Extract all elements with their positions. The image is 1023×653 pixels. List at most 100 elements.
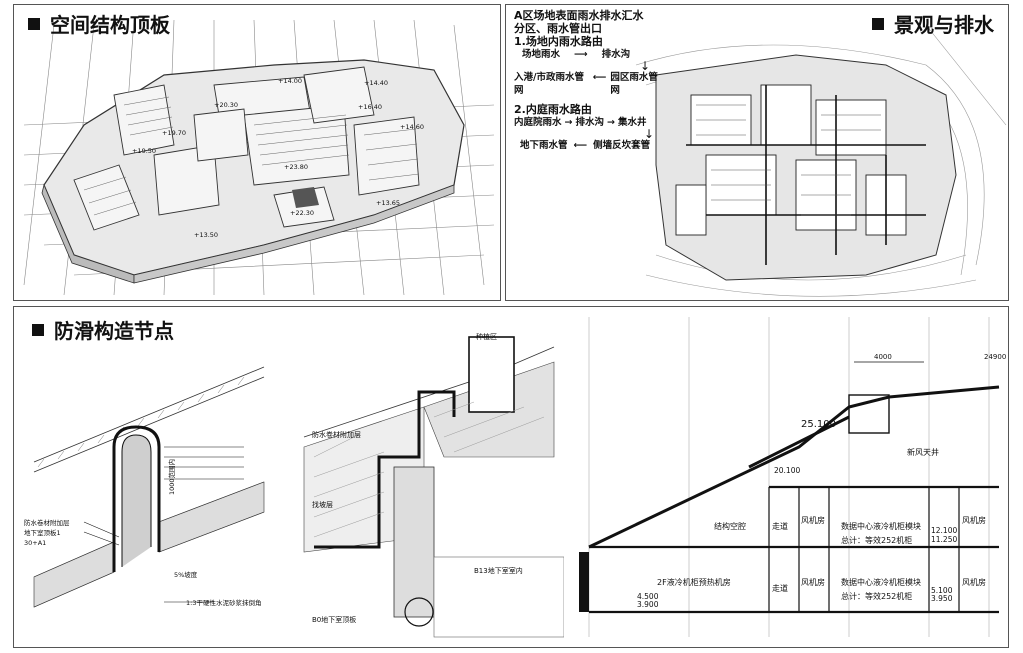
bullet-square-icon [872, 17, 884, 30]
bullet-square-icon [28, 17, 40, 30]
detail-left-core [121, 434, 152, 567]
arrow-right-icon: → [607, 117, 615, 128]
roof-title-text: 空间结构顶板 [50, 13, 170, 37]
landscape-detail-lines [696, 104, 881, 216]
elev-label: +14.60 [400, 123, 424, 131]
level-label: 11.250 [931, 535, 957, 544]
room-label: 数据中心液冷机柜模块 [841, 521, 921, 531]
section-shaft [848, 394, 890, 434]
detail-label: 地下室顶板1 [24, 528, 61, 537]
section-rooms: 新风天井 结构空腔 走道 风机房 数据中心液冷机柜模块 总计：等效252机柜 风… [657, 447, 986, 601]
detail-label: 防水卷材附加层 [24, 518, 70, 527]
dim-label: 24900 [984, 353, 1006, 361]
arrow-left-icon: ⟵ [573, 140, 588, 151]
detail-label: 防水卷材附加层 [312, 430, 361, 439]
room-label: 数据中心液冷机柜模块 [841, 577, 921, 587]
drainage-heading-1: A区场地表面雨水排水汇水 [514, 9, 644, 22]
elev-label: +14.00 [278, 77, 302, 85]
arrow-right-icon: → [564, 117, 573, 128]
level-label: 3.950 [931, 594, 953, 603]
detail-left-upstand [112, 425, 161, 572]
drainage-sec1-title: 1.场地内雨水路由 [514, 35, 603, 48]
drain-text: 园区雨水管网 [610, 72, 658, 96]
arrow-down-icon: ↓ [643, 127, 654, 141]
detail-left-layer [33, 541, 115, 608]
elev-label: +14.40 [364, 79, 388, 87]
detail-label: 找坡层 [312, 500, 333, 509]
elev-label: +16.40 [358, 103, 382, 111]
drain-text: 排水沟 [601, 49, 631, 60]
detail-label: 5%坡度 [174, 570, 198, 579]
landscape-plan [635, 24, 1007, 297]
detail-middle-wall [393, 466, 435, 618]
room-label: 风机房 [962, 577, 986, 587]
dim-label: 4000 [874, 353, 892, 361]
roof-elevation-labels: +19.70 +20.30 +14.00 +14.40 +19.50 +23.8… [132, 77, 424, 239]
elev-label: +13.50 [194, 231, 218, 239]
room-label: 结构空腔 [714, 521, 746, 531]
landscape-title: 景观与排水 [872, 9, 994, 38]
arrow-left-icon: ⟵ [592, 72, 607, 83]
level-label: 5.100 [931, 586, 953, 595]
panel-antislip: 防滑构造节点 防水卷材附加层 地下室顶板1 30+A1 1:3干硬性水泥砂浆抹倒… [13, 306, 1009, 648]
room-label: 2F液冷机柜预热机房 [657, 577, 731, 587]
detail-label: 30+A1 [24, 539, 46, 547]
drain-text: 内庭院雨水 [514, 117, 562, 128]
drain-text: 入港/市政雨水管网 [514, 72, 584, 96]
room-label: 风机房 [962, 515, 986, 525]
detail-middle: 种植区 B13地下室室内 B0地下室顶板 防水卷材附加层 找坡层 [303, 332, 564, 638]
roof-building-lines [83, 96, 420, 216]
drainage-sec2-row1: 内庭院雨水 → 排水沟 → 集水井 [514, 116, 664, 129]
room-label: 风机房 [801, 577, 825, 587]
detail-label: B0地下室顶板 [312, 615, 356, 624]
drainage-sec2-title: 2.内庭雨水路由 [514, 103, 592, 116]
drain-text: 排水沟 [575, 117, 604, 128]
detail-label: 1000范围内 [167, 459, 176, 495]
level-label: 20.100 [774, 466, 800, 475]
level-label: 4.500 [637, 592, 659, 601]
room-label: 走道 [772, 521, 788, 531]
elev-label: +23.80 [284, 163, 308, 171]
detail-left: 防水卷材附加层 地下室顶板1 30+A1 1:3干硬性水泥砂浆抹倒角 5%坡度 … [24, 366, 265, 608]
arrow-down-icon: ↓ [639, 59, 650, 73]
detail-middle-room [433, 556, 564, 638]
drain-text: 集水井 [617, 117, 647, 128]
section-levels: 25.100 20.100 12.100 11.250 4.500 3.900 … [637, 419, 957, 609]
room-label: 走道 [772, 583, 788, 593]
detail-left-labels: 防水卷材附加层 地下室顶板1 30+A1 1:3干硬性水泥砂浆抹倒角 5%坡度 … [24, 459, 261, 607]
drainage-heading-2: 分区、雨水管出口 [514, 22, 602, 35]
section-walls [768, 487, 960, 612]
roof-title: 空间结构顶板 [28, 9, 170, 38]
section-floors [589, 485, 999, 614]
bullet-square-icon [32, 323, 44, 336]
detail-middle-labels: 种植区 B13地下室室内 B0地下室顶板 防水卷材附加层 找坡层 [312, 332, 523, 624]
level-label: 3.900 [637, 600, 659, 609]
room-label: 新风天井 [907, 447, 939, 457]
detail-middle-hatch [313, 401, 545, 538]
elev-label: +13.65 [376, 199, 400, 207]
roof-slab-edge-front [133, 184, 455, 284]
panel-roof: 空间结构顶板 +19.70 +20.30 +14.00 +14.40 [13, 4, 501, 301]
drainage-legend: A区场地表面雨水排水汇水 分区、雨水管出口 1.场地内雨水路由 场地雨水 ⟶ 排… [514, 9, 664, 152]
panel-landscape: 景观与排水 A区场地表面雨水排水汇水 分区、雨水管出口 1.场地内 [505, 4, 1009, 301]
detail-label: 1:3干硬性水泥砂浆抹倒角 [186, 598, 261, 607]
landscape-title-text: 景观与排水 [894, 13, 994, 37]
section-retaining-wall [579, 552, 589, 612]
section-drawing: 4000 24900 25.100 20.100 12.100 11.250 4… [579, 317, 1006, 637]
arrow-right-icon: ⟶ [574, 49, 588, 60]
drainage-sec2-row2: 地下雨水管 ⟵ 侧墙反坎套管 [520, 139, 664, 152]
room-label: 风机房 [801, 515, 825, 525]
detail-middle-planter [468, 336, 515, 413]
room-label: 总计：等效252机柜 [841, 535, 912, 545]
section-step [748, 415, 850, 469]
room-label: 总计：等效252机柜 [841, 591, 912, 601]
level-label: 25.100 [801, 419, 836, 430]
elev-label: +20.30 [214, 101, 238, 109]
roof-opening [292, 187, 319, 208]
elev-label: +22.30 [290, 209, 314, 217]
elev-label: +19.70 [162, 129, 186, 137]
detail-label: 种植区 [476, 332, 497, 341]
antislip-title: 防滑构造节点 [32, 315, 174, 344]
antislip-title-text: 防滑构造节点 [54, 319, 174, 343]
elev-label: +19.50 [132, 147, 156, 155]
